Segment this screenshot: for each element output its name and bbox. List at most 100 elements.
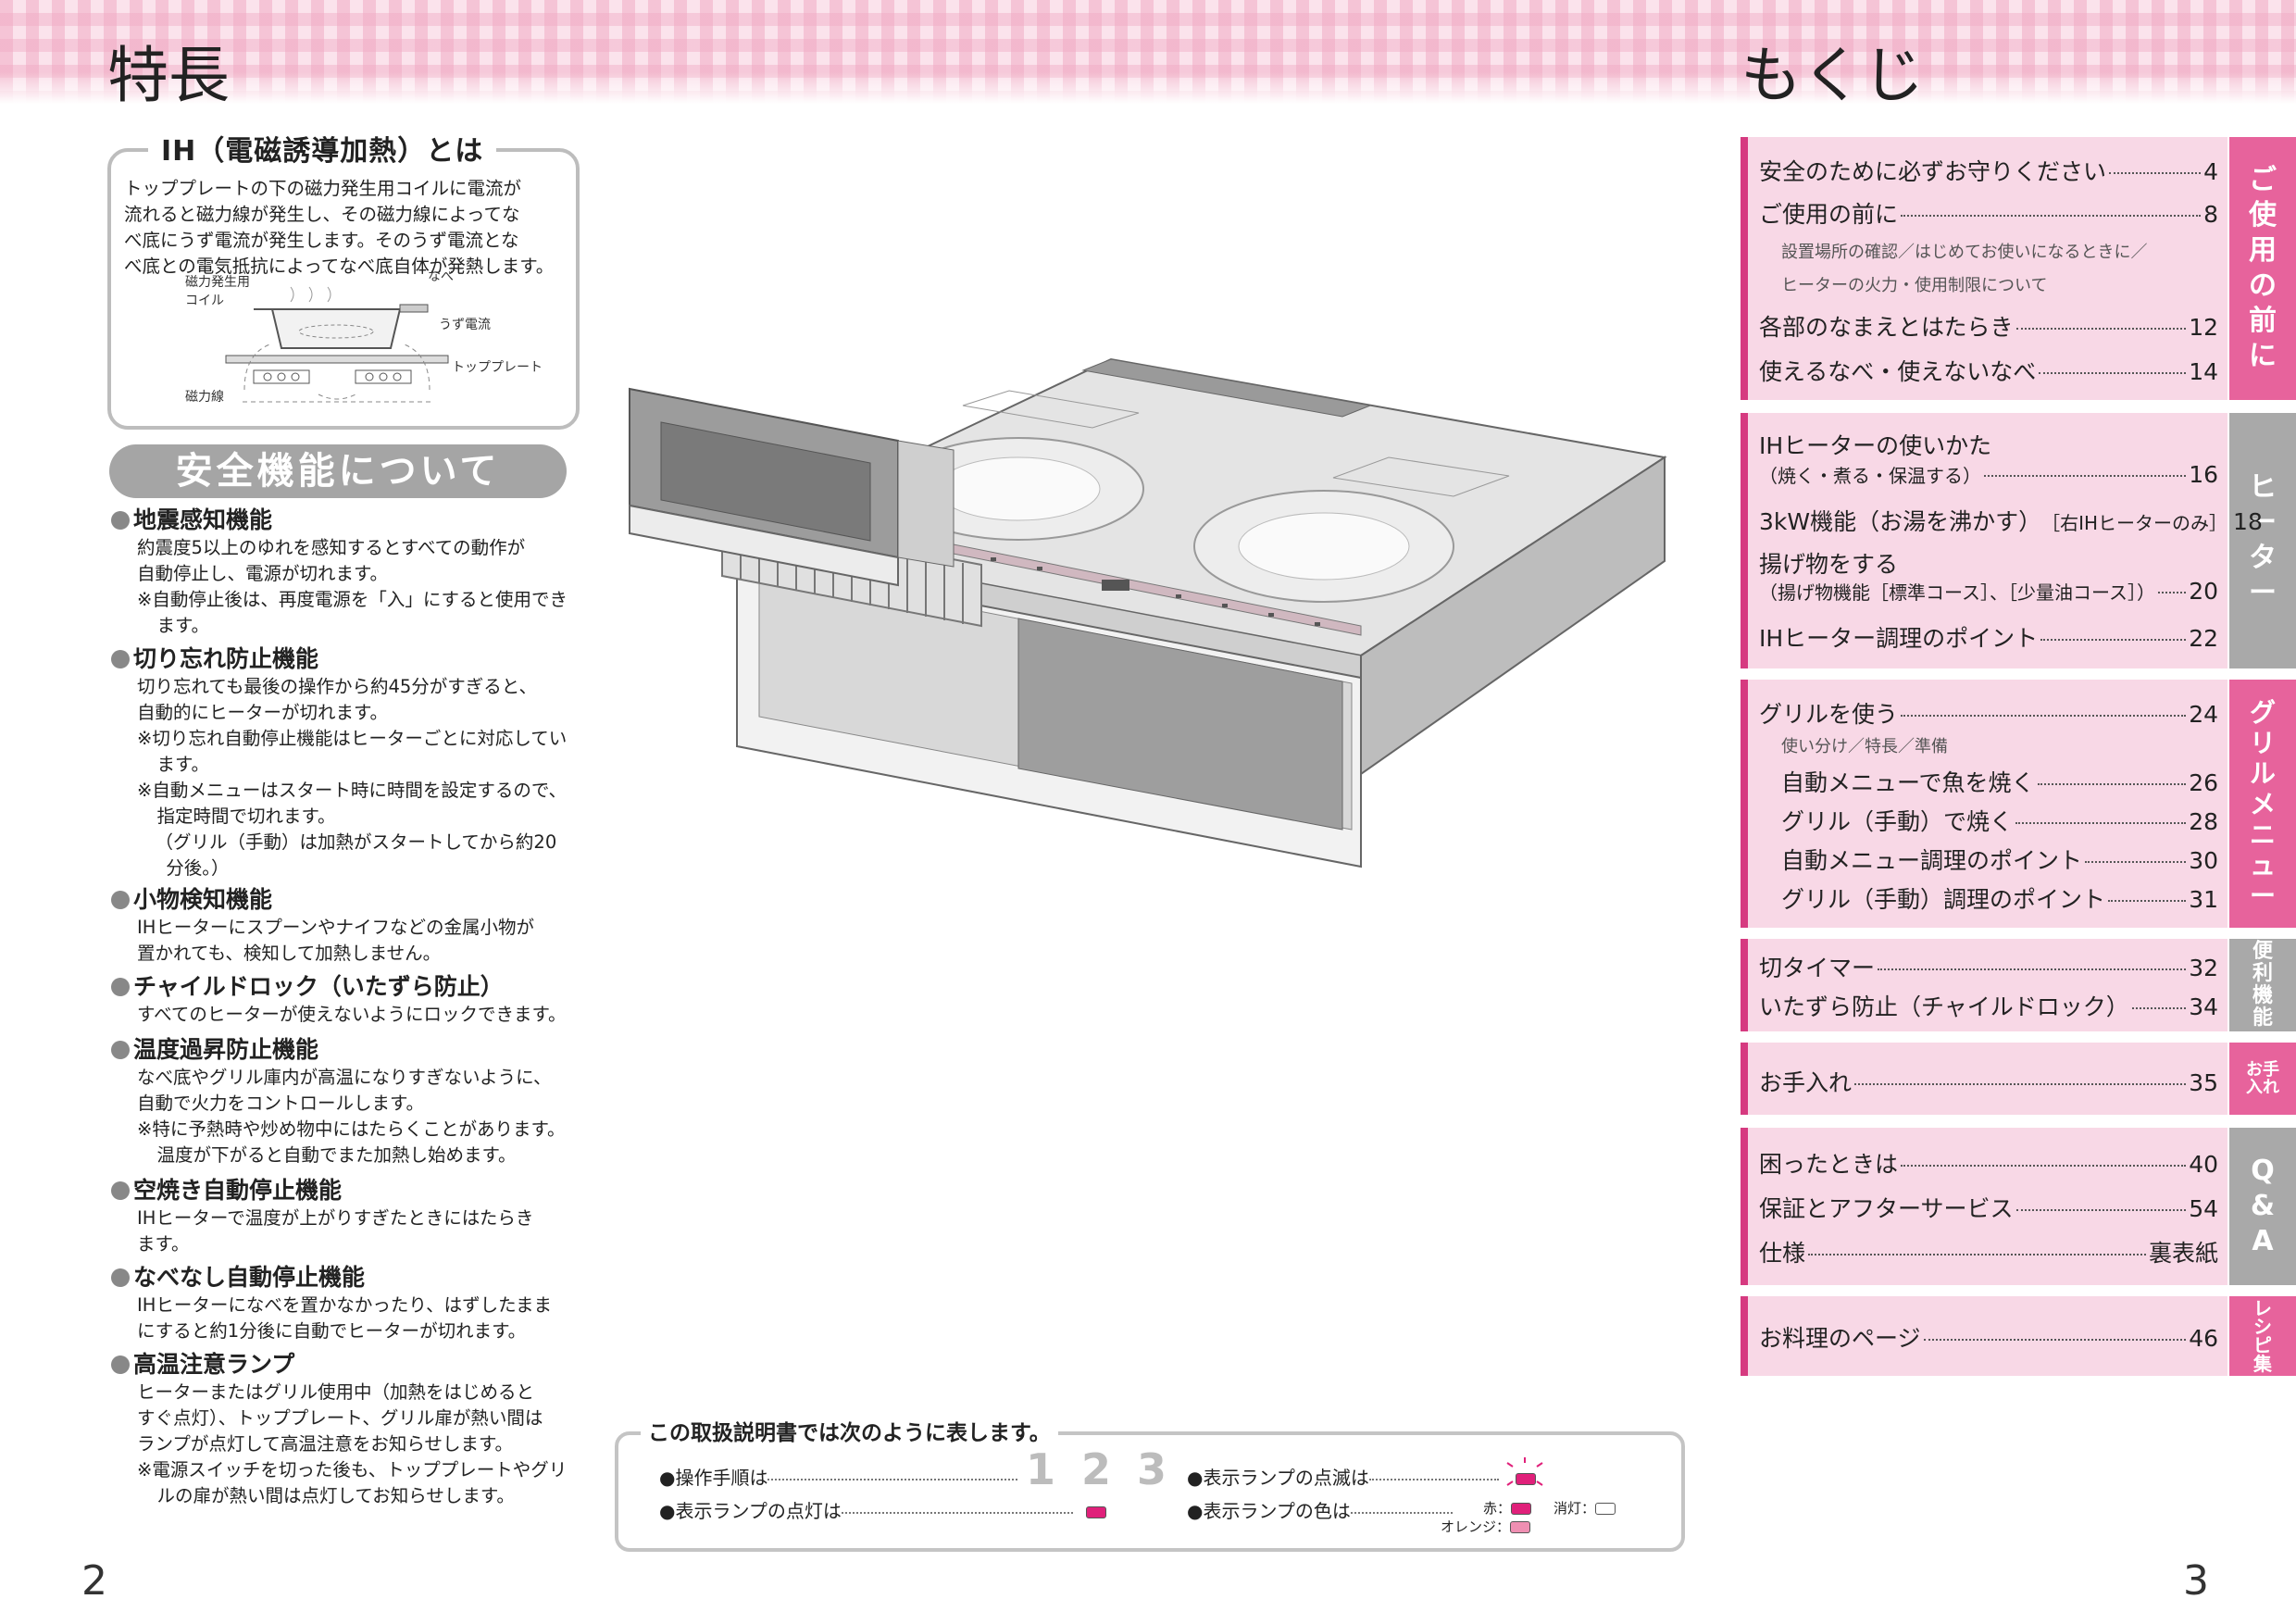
toc-entry[interactable]: 仕様裏表紙 [1759, 1240, 2218, 1267]
legend-lamp-color-label: ●表示ランプの色は [1187, 1500, 1351, 1522]
leader-dots [1350, 1512, 1453, 1514]
left-page-title: 特長 [107, 40, 230, 111]
toc-subtext: 設置場所の確認／はじめてお使いになるときに／ [1781, 243, 2148, 262]
toc-tab-heater[interactable]: ヒーター [2229, 413, 2296, 668]
legend-off: 消灯： [1554, 1498, 1616, 1518]
feature-line: なべ底やグリル庫内が高温になりすぎないように、 [137, 1067, 552, 1088]
feature-small-object: 小物検知機能 IHヒーターにスプーンやナイフなどの金属小物が 置かれても、検知し… [111, 885, 574, 967]
feature-hot-lamp: 高温注意ランプ ヒーターまたはグリル使用中（加熱をはじめると すぐ点灯）、トップ… [111, 1350, 574, 1509]
legend-title: この取扱説明書では次のように表します。 [641, 1415, 1058, 1446]
ih-text-line: べ底にうず電流が発生します。そのうず電流とな [124, 230, 519, 251]
toc-entry[interactable]: いたずら防止（チャイルドロック）34 [1759, 993, 2218, 1020]
header-fade [0, 72, 2296, 104]
feature-line: 置かれても、検知して加熱しません。 [137, 943, 442, 964]
feature-title: 地震感知機能 [133, 506, 273, 533]
bullet-dot [111, 511, 130, 530]
leader-dots [841, 1512, 1073, 1514]
feature-title: 切り忘れ防止機能 [133, 645, 319, 672]
feature-overheat: 温度過昇防止機能 なべ底やグリル庫内が高温になりすぎないように、 自動で火力をコ… [111, 1035, 574, 1168]
right-page-number: 3 [2183, 1557, 2209, 1605]
feature-line: にすると約1分後に自動でヒーターが切れます。 [137, 1320, 527, 1342]
leader-dots [767, 1479, 1018, 1480]
toc-entry[interactable]: （揚げ物機能［標準コース］、［少量油コース］）20 [1759, 578, 2218, 605]
toc-tab-care[interactable]: お手入れ [2229, 1043, 2296, 1115]
feature-line: IHヒーターになべを置かなかったり、はずしたまま [137, 1294, 553, 1316]
toc-entry[interactable]: 揚げ物をする [1759, 551, 1899, 578]
feature-note: （グリル（手動）は加熱がスタートしてから約20 分後。） [155, 831, 557, 879]
lamp-off-icon [1595, 1503, 1616, 1515]
legend-steps: ●操作手順は [659, 1463, 1018, 1490]
legend-lamp-on-label: ●表示ランプの点灯は [659, 1500, 842, 1522]
legend-off-label: 消灯： [1554, 1500, 1596, 1517]
feature-line: IHヒーターにスプーンやナイフなどの金属小物が [137, 917, 534, 938]
right-page-title: もくじ [1741, 40, 1924, 111]
safety-heading: 安全機能について [109, 444, 567, 498]
bullet-dot [111, 891, 130, 909]
ih-text-line: べ底との電気抵抗によってなべ底自体が発熱します。 [124, 256, 555, 277]
toc-entry[interactable]: IHヒーターの使いかた [1759, 432, 1992, 459]
label-coil-2: コイル [185, 294, 224, 308]
toc-tab-qa[interactable]: Q&A [2229, 1128, 2296, 1285]
legend-steps-numbers: 1 2 3 [1026, 1444, 1173, 1494]
toc-section-recipes [1741, 1296, 2227, 1376]
feature-line: ヒーターまたはグリル使用中（加熱をはじめると [137, 1381, 535, 1403]
ih-box-title: IH（電磁誘導加熱）とは [148, 128, 497, 169]
toc-tab-recipes[interactable]: レシピ集 [2229, 1296, 2296, 1376]
feature-dry-heat: 空焼き自動停止機能 IHヒーターで温度が上がりすぎたときにはたらき ます。 [111, 1176, 574, 1257]
feature-line: すぐ点灯）、トッププレート、グリル扉が熱い間は [137, 1407, 543, 1429]
legend-box: この取扱説明書では次のように表します。 ●操作手順は 1 2 3 ●表示ランプの… [615, 1415, 1685, 1552]
feature-note: ※特に予熱時や炒め物中にはたらくことがあります。温度が下がると自動でまた加熱し始… [137, 1118, 566, 1166]
bullet-dot [111, 1181, 130, 1200]
label-coil-1: 磁力発生用 [185, 275, 250, 290]
feature-title: チャイルドロック（いたずら防止） [133, 973, 504, 1000]
label-pan: なべ [428, 269, 454, 284]
ih-text-line: トッププレートの下の磁力発生用コイルに電流が [124, 178, 522, 199]
label-eddy-current: うず電流 [439, 318, 491, 332]
feature-line: ランプが点灯して高温注意をお知らせします。 [137, 1433, 513, 1455]
leader-dots [1368, 1479, 1499, 1480]
ih-diagram: 磁力発生用 コイル なべ うず電流 トッププレート 磁力線 [185, 269, 543, 413]
ih-text-line: 流れると磁力線が発生し、その磁力線によってな [124, 204, 520, 225]
feature-line: 切り忘れても最後の操作から約45分がすぎると、 [137, 676, 537, 697]
feature-no-pan: なべなし自動停止機能 IHヒーターになべを置かなかったり、はずしたまま にすると… [111, 1263, 574, 1344]
feature-line: IHヒーターで温度が上がりすぎたときにはたらき [137, 1207, 534, 1229]
toc-entry[interactable]: 3kW機能（お湯を沸かす）［右IHヒーターのみ］18 [1759, 508, 2263, 535]
feature-line: 自動で火力をコントロールします。 [137, 1093, 425, 1114]
feature-earthquake: 地震感知機能 約震度5以上のゆれを感知するとすべての動作が 自動停止し、電源が切… [111, 506, 574, 639]
toc-section-before-use [1741, 137, 2227, 400]
toc-tab-before-use[interactable]: ご使用の前に [2229, 137, 2296, 400]
toc-tab-grill[interactable]: グリルメニュー [2229, 680, 2296, 928]
legend-steps-label: ●操作手順は [659, 1467, 768, 1489]
lamp-blink-icon [1506, 1457, 1543, 1489]
toc-section-heater [1741, 413, 2227, 668]
lamp-on-icon [1086, 1506, 1107, 1518]
legend-orange: オレンジ： [1441, 1517, 1531, 1536]
feature-auto-off: 切り忘れ防止機能 切り忘れても最後の操作から約45分がすぎると、 自動的にヒータ… [111, 644, 574, 881]
ih-diagram-svg [225, 286, 449, 403]
bullet-dot [111, 1268, 130, 1287]
toc-section-grill [1741, 680, 2227, 928]
toc-entry[interactable]: （焼く・煮る・保温する）16 [1759, 461, 2218, 488]
feature-note: ※電源スイッチを切った後も、トッププレートやグリルの扉が熱い間は点灯してお知らせ… [137, 1459, 568, 1506]
ih-explanation-box: IH（電磁誘導加熱）とは トッププレートの下の磁力発生用コイルに電流が 流れると… [107, 128, 580, 430]
feature-line: すべてのヒーターが使えないようにロックできます。 [137, 1004, 567, 1025]
toc-tab-convenience[interactable]: 便利機能 [2229, 939, 2296, 1031]
legend-lamp-blink: ●表示ランプの点滅は [1187, 1457, 1543, 1490]
bullet-dot [111, 1355, 130, 1374]
lamp-orange-icon [1510, 1521, 1531, 1533]
